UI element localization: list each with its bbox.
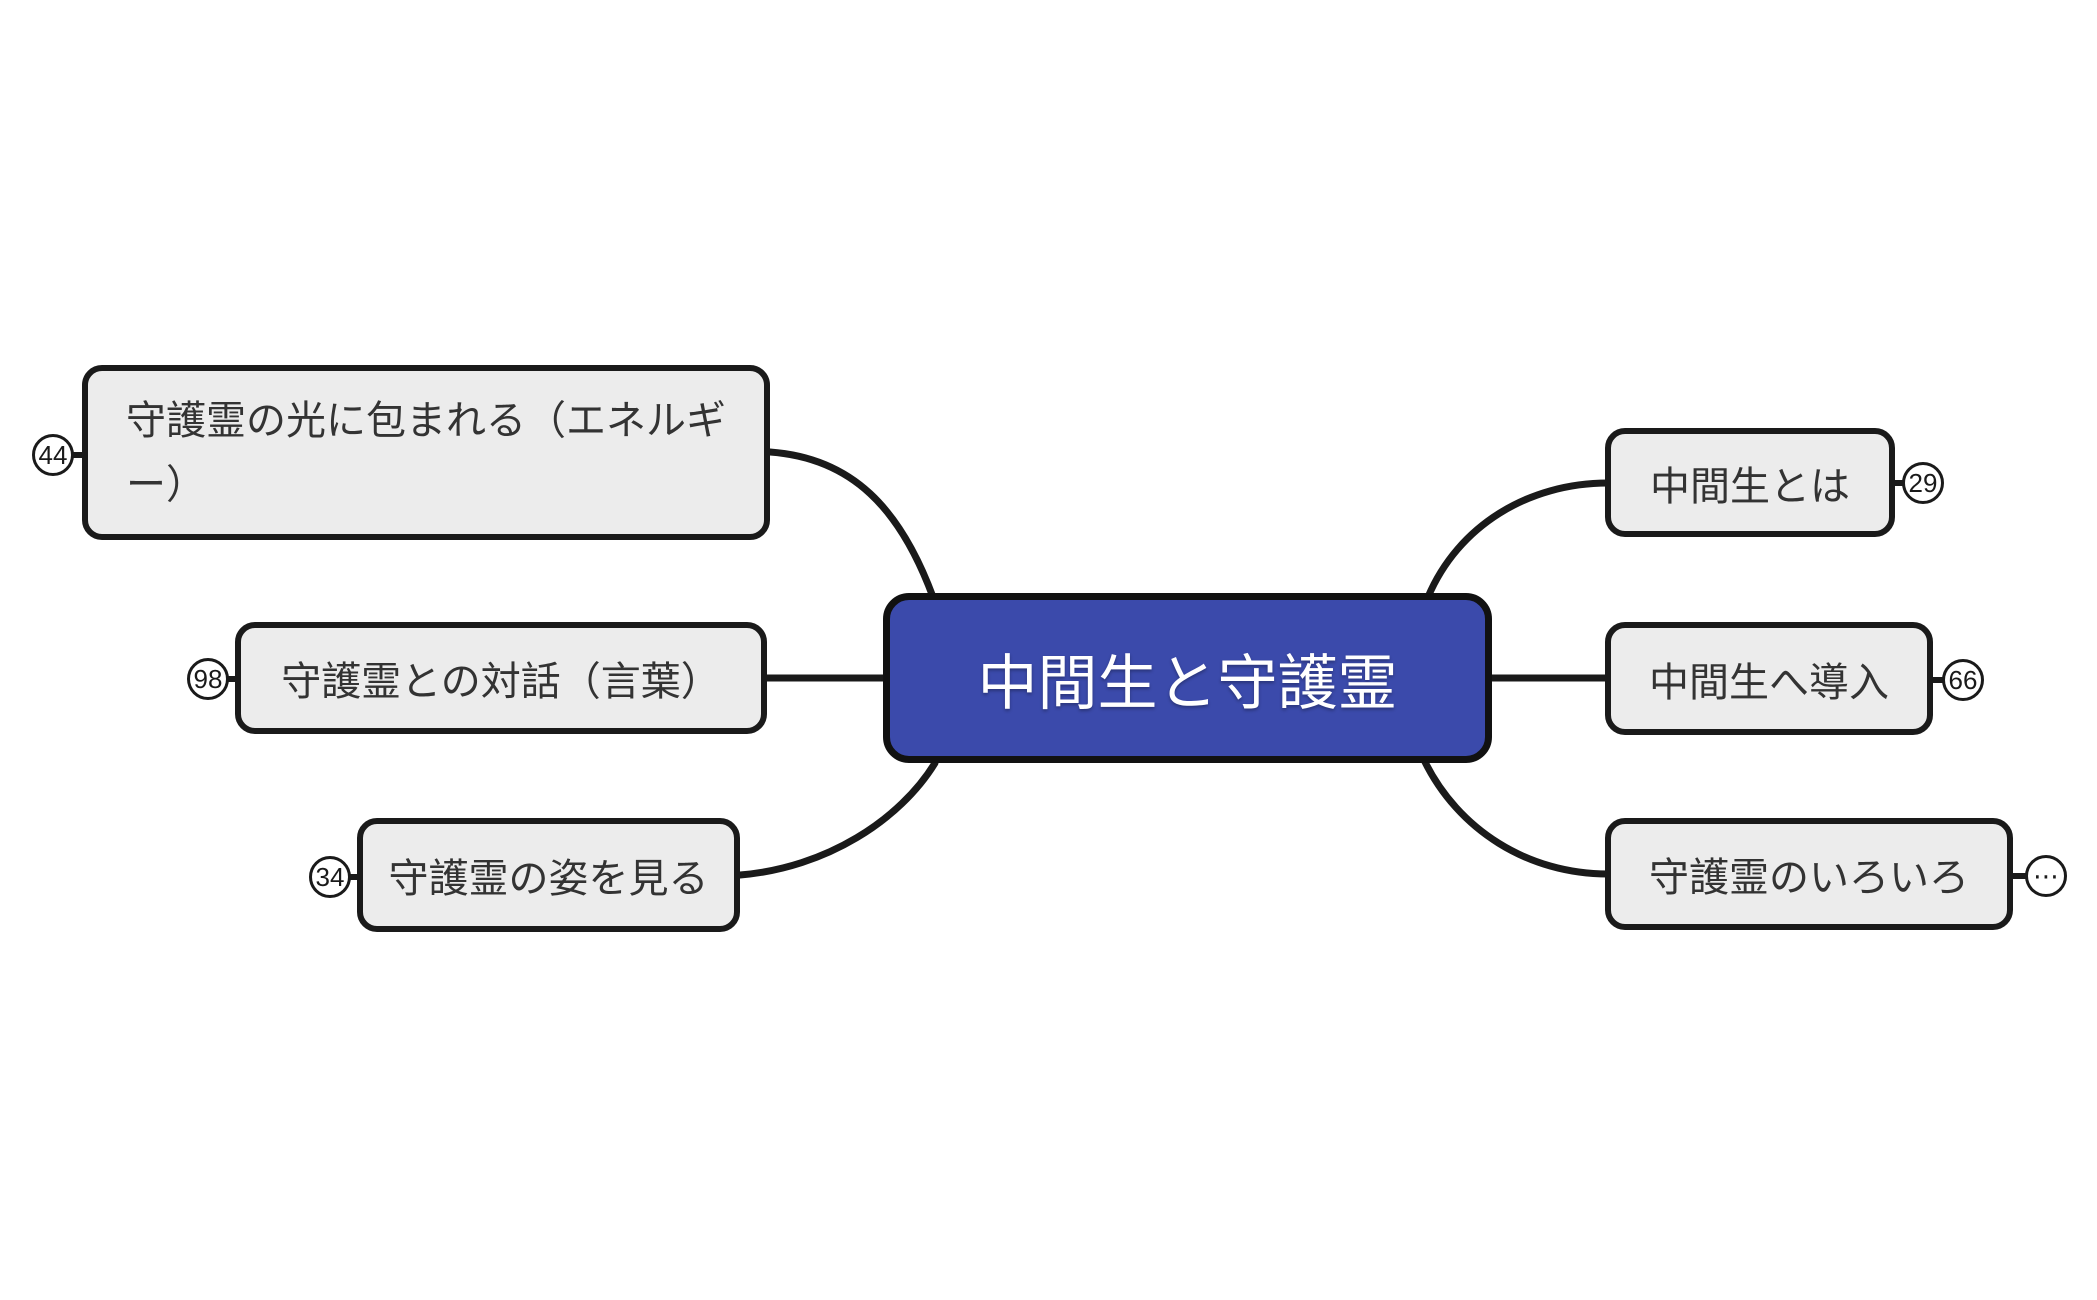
count-badge[interactable]: 66: [1942, 659, 1984, 701]
branch-left-bottom: [736, 759, 939, 879]
topic-guardian-light[interactable]: 守護霊の光に包まれる（エネルギー）: [82, 365, 770, 540]
branch-right-bottom: [1420, 756, 1612, 878]
topic-guardian-dialogue[interactable]: 守護霊との対話（言葉）: [235, 622, 767, 734]
topic-interlife-definition[interactable]: 中間生とは: [1605, 428, 1895, 537]
branch-right-top: [1424, 479, 1612, 601]
count-badge[interactable]: 98: [187, 658, 229, 700]
root-topic[interactable]: 中間生と守護霊: [883, 593, 1492, 763]
more-badge[interactable]: ⋯: [2025, 855, 2067, 897]
topic-interlife-induction[interactable]: 中間生へ導入: [1605, 622, 1933, 735]
count-badge[interactable]: 34: [309, 856, 351, 898]
branch-left-top: [766, 448, 937, 601]
topic-guardian-appearance[interactable]: 守護霊の姿を見る: [357, 818, 740, 932]
count-badge[interactable]: 44: [32, 434, 74, 476]
count-badge[interactable]: 29: [1902, 462, 1944, 504]
topic-guardian-varieties[interactable]: 守護霊のいろいろ: [1605, 818, 2013, 930]
